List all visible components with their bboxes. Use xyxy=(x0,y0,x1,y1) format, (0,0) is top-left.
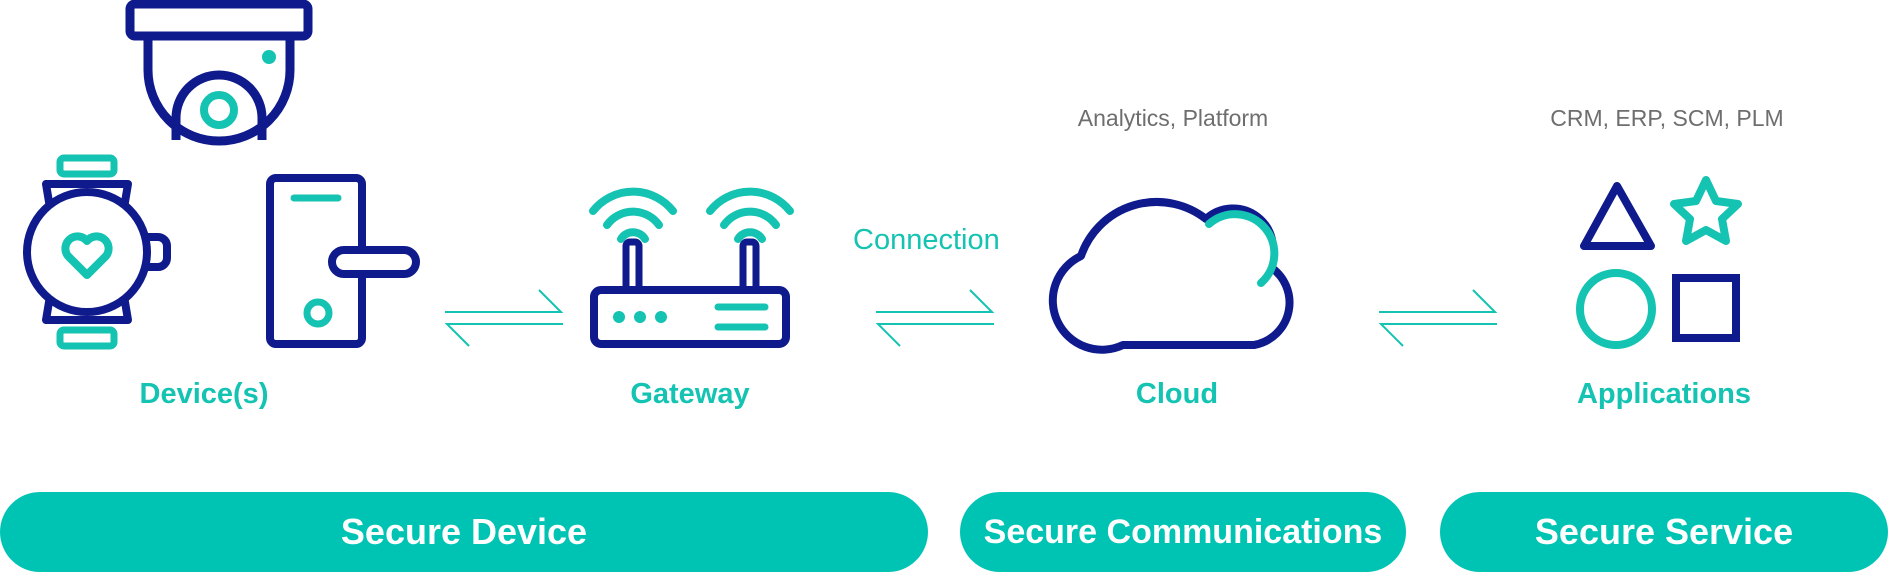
applications-note: CRM, ERP, SCM, PLM xyxy=(1550,105,1784,131)
smartwatch-icon xyxy=(23,154,171,350)
bidirectional-arrow-icon xyxy=(875,289,995,347)
shapes-icon xyxy=(1576,176,1742,349)
stage-label-applications: Applications xyxy=(1576,378,1751,410)
cloud-note: Analytics, Platform xyxy=(1077,105,1269,131)
smart-lock-icon xyxy=(266,174,420,348)
stage-label-devices: Device(s) xyxy=(139,378,269,410)
cloud-icon xyxy=(1048,198,1294,354)
stage-label-cloud: Cloud xyxy=(1135,378,1219,410)
band-secure-service: Secure Service xyxy=(1440,492,1888,572)
router-icon xyxy=(589,187,794,348)
band-secure-communications: Secure Communications xyxy=(960,492,1406,572)
stage-label-gateway: Gateway xyxy=(630,378,750,410)
band-secure-device: Secure Device xyxy=(0,492,928,572)
connection-label: Connection xyxy=(853,224,1000,256)
security-camera-icon xyxy=(125,0,313,146)
bidirectional-arrow-icon xyxy=(444,289,564,347)
bidirectional-arrow-icon xyxy=(1378,289,1498,347)
